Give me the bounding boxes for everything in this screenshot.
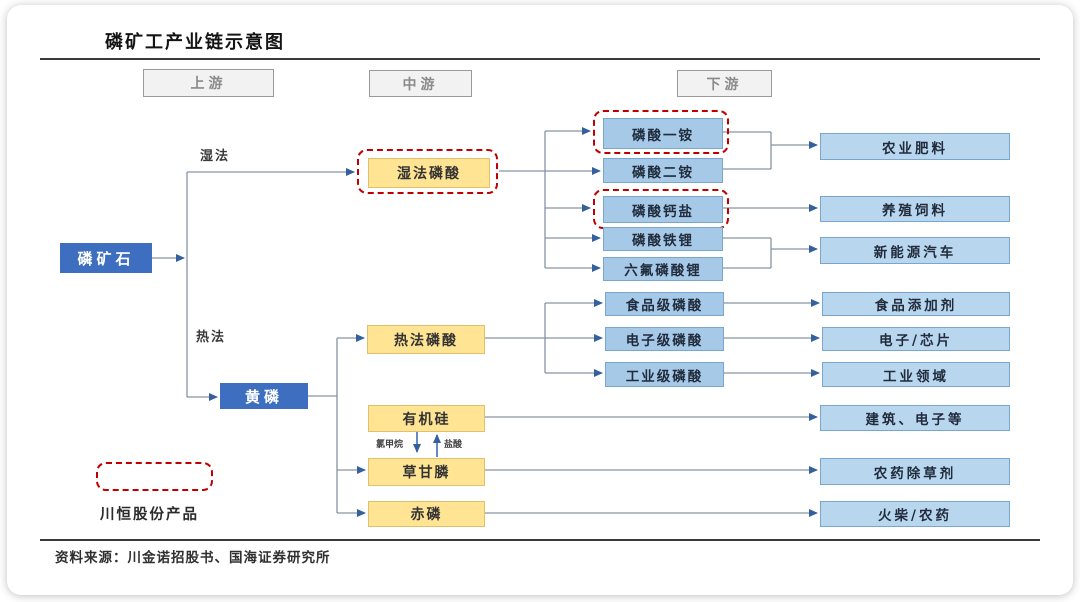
edge-label-chloromethane: 氯甲烷 [376,440,404,450]
node-breeding-feed: 养殖饲料 [820,196,1010,222]
node-electronics-chip: 电子/芯片 [822,327,1010,351]
node-organosilicon: 有机硅 [368,405,485,432]
node-construction-electronics: 建筑、电子等 [820,405,1010,431]
column-header-midstream: 中游 [369,70,472,97]
column-header-downstream: 下游 [677,70,772,97]
node-glyphosate: 草甘膦 [368,458,485,486]
edge-label-thermal-process: 热法 [196,330,227,345]
title-divider [40,58,1040,61]
legend-label: 川恒股份产品 [100,506,199,523]
node-agriculture-fertilizer: 农业肥料 [820,133,1010,160]
source-note: 资料来源：川金诺招股书、国海证券研究所 [55,550,331,566]
page-title: 磷矿工产业链示意图 [105,32,285,53]
highlight-map [593,110,729,154]
node-wet-process-acid: 湿法磷酸 [368,158,490,188]
node-lithium-hexafluorophosphate: 六氟磷酸锂 [603,257,723,281]
node-diammonium-phosphate: 磷酸二铵 [603,158,723,183]
node-match-pesticide: 火柴/农药 [820,501,1010,527]
node-monoammonium-phosphate: 磷酸一铵 [603,118,723,149]
legend-highlight-swatch [96,462,213,491]
node-electronic-grade-acid: 电子级磷酸 [605,327,724,351]
highlight-wet-acid [357,149,498,194]
node-lithium-iron-phosphate: 磷酸铁锂 [603,227,723,251]
edge-label-hcl: 盐酸 [444,440,463,450]
node-food-grade-acid: 食品级磷酸 [605,292,724,316]
node-calcium-phosphate: 磷酸钙盐 [603,196,723,223]
column-header-upstream: 上游 [143,69,274,97]
node-phosphate-ore: 磷矿石 [60,243,152,273]
node-food-additive: 食品添加剂 [822,292,1010,316]
node-industrial-field: 工业领域 [822,362,1010,387]
node-thermal-process-acid: 热法磷酸 [367,325,485,354]
node-herbicide: 农药除草剂 [820,458,1010,485]
node-red-phosphorus: 赤磷 [368,501,485,527]
node-yellow-phosphorus: 黄磷 [220,383,308,409]
node-new-energy-vehicle: 新能源汽车 [820,237,1010,264]
edge-label-wet-process: 湿法 [200,149,231,164]
node-industrial-grade-acid: 工业级磷酸 [605,362,724,387]
footer-divider [40,539,1040,541]
